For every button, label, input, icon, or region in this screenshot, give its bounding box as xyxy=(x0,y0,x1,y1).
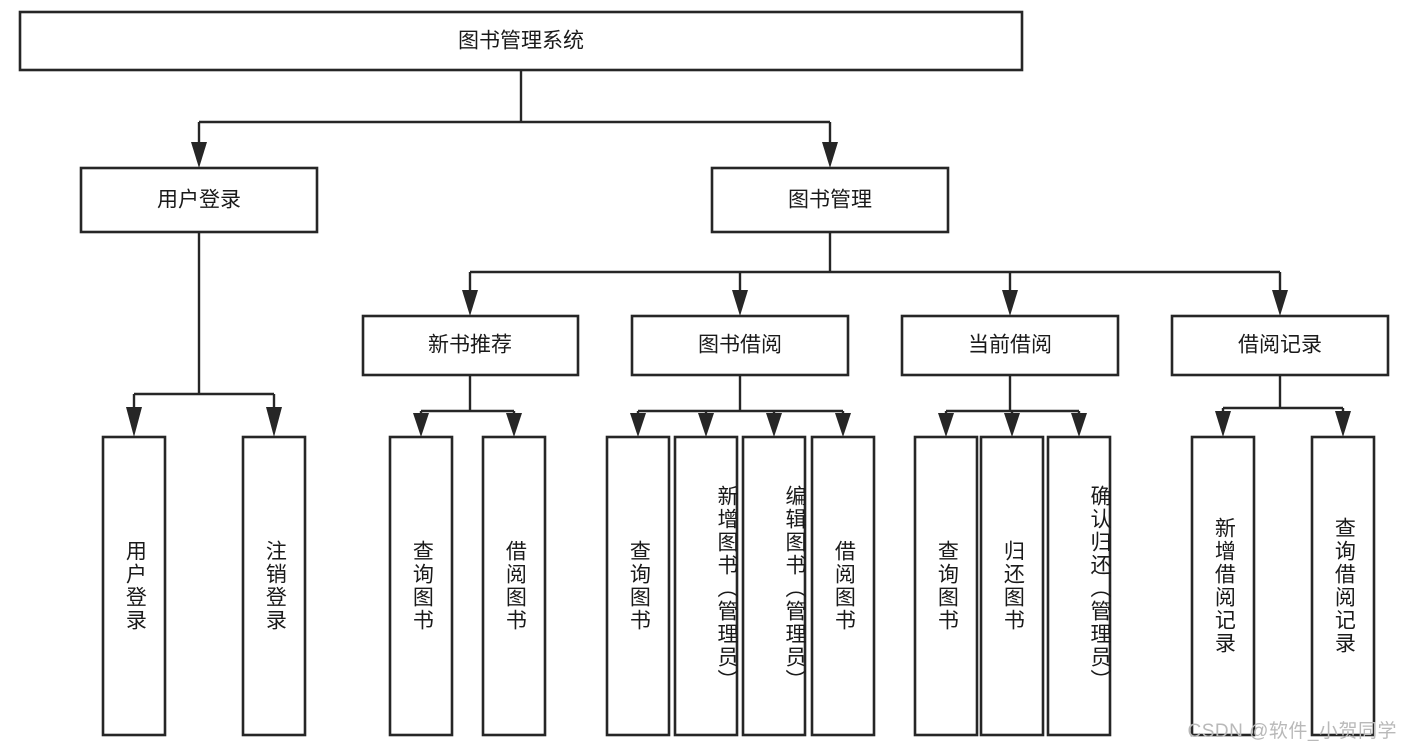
arrow-newbook-leaf-1 xyxy=(413,413,429,437)
leaf-box-query-book-bw[interactable] xyxy=(605,435,671,737)
arrow-borrow-leaf-4 xyxy=(835,413,851,437)
connector-group-borrow xyxy=(630,375,851,437)
arrow-bookmgmt-to-record xyxy=(1272,290,1288,316)
arrow-current-leaf-1 xyxy=(938,413,954,437)
leaf-box-return-book[interactable] xyxy=(979,435,1045,737)
leaf-box-confirm-return-admin[interactable] xyxy=(1046,435,1112,737)
arrow-current-leaf-3 xyxy=(1071,413,1087,437)
node-box-current-borrow[interactable] xyxy=(900,314,1120,377)
arrow-root-to-bookmgmt xyxy=(822,142,838,168)
arrow-bookmgmt-to-current xyxy=(1002,290,1018,316)
arrow-newbook-leaf-2 xyxy=(506,413,522,437)
node-label-new-book-recommend: 新书推荐 xyxy=(428,334,512,357)
node-box-book-borrow[interactable] xyxy=(630,314,850,377)
arrow-current-leaf-2 xyxy=(1004,413,1020,437)
leaf-box-borrow-book-nb[interactable] xyxy=(481,435,547,737)
node-box-user-login[interactable] xyxy=(79,166,319,234)
node-box-root[interactable] xyxy=(18,10,1024,72)
arrow-bookmgmt-to-borrow xyxy=(732,290,748,316)
connector-group-record xyxy=(1215,375,1351,437)
connector-group-newbook xyxy=(413,375,522,437)
leaf-box-query-book-nb[interactable] xyxy=(388,435,454,737)
arrow-login-leaf-1 xyxy=(126,407,142,437)
connector-group-bookmgmt xyxy=(462,232,1288,316)
arrow-borrow-leaf-3 xyxy=(766,413,782,437)
leaf-box-add-book-admin[interactable] xyxy=(673,435,739,737)
connector-group-root xyxy=(191,70,838,168)
node-box-borrow-record[interactable] xyxy=(1170,314,1390,377)
arrow-bookmgmt-to-newbook xyxy=(462,290,478,316)
leaf-box-user-login[interactable] xyxy=(101,435,167,737)
node-label-current-borrow: 当前借阅 xyxy=(968,334,1052,357)
csdn-watermark: CSDN @软件_小贺同学 xyxy=(1187,721,1397,742)
arrow-record-leaf-2 xyxy=(1335,411,1351,437)
node-label-user-login: 用户登录 xyxy=(157,189,241,212)
node-label-book-borrow: 图书借阅 xyxy=(698,334,782,357)
arrow-borrow-leaf-2 xyxy=(698,413,714,437)
leaf-box-borrow-book-bw[interactable] xyxy=(810,435,876,737)
arrow-root-to-login xyxy=(191,142,207,168)
leaf-box-edit-book-admin[interactable] xyxy=(741,435,807,737)
node-box-book-management[interactable] xyxy=(710,166,950,234)
leaf-box-query-book-cu[interactable] xyxy=(913,435,979,737)
node-label-root: 图书管理系统 xyxy=(458,30,584,53)
connector-group-login xyxy=(126,232,282,437)
arrow-record-leaf-1 xyxy=(1215,411,1231,437)
leaf-box-query-borrow-record[interactable] xyxy=(1310,435,1376,737)
leaf-box-logout[interactable] xyxy=(241,435,307,737)
node-label-book-management: 图书管理 xyxy=(788,189,872,212)
node-box-new-book-recommend[interactable] xyxy=(361,314,580,377)
arrow-login-leaf-2 xyxy=(266,407,282,437)
node-label-borrow-record: 借阅记录 xyxy=(1238,334,1322,357)
leaf-box-add-borrow-record[interactable] xyxy=(1190,435,1256,737)
arrow-borrow-leaf-1 xyxy=(630,413,646,437)
connector-group-current xyxy=(938,375,1087,437)
